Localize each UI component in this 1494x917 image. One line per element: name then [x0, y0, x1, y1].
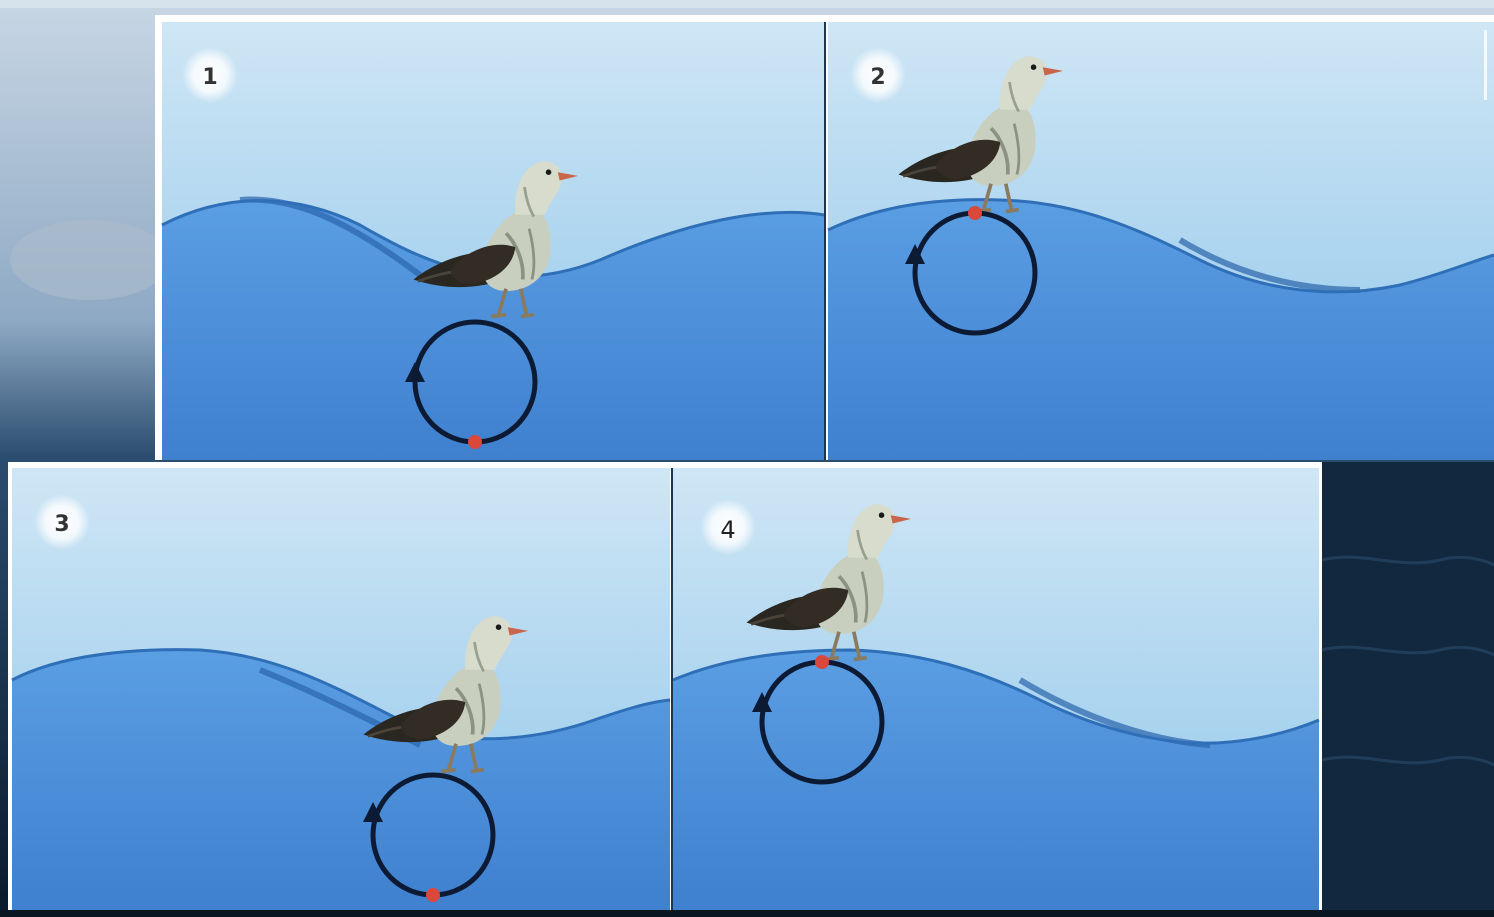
top-edge — [0, 0, 1494, 8]
particle-marker-icon — [468, 435, 482, 449]
panel-1: 1 — [155, 15, 825, 460]
panel-number-label: 4 — [720, 516, 735, 544]
panel-number-label: 3 — [54, 512, 69, 537]
panel-3: 3 — [8, 462, 670, 910]
panel-2: 2 — [825, 15, 1494, 460]
particle-marker-icon — [968, 206, 982, 220]
panel-number-label: 2 — [870, 65, 885, 90]
background-cloud — [10, 220, 170, 300]
particle-marker-icon — [426, 888, 440, 902]
ocean-background — [1322, 462, 1494, 910]
particle-marker-icon — [815, 655, 829, 669]
panel-4: 4 — [670, 462, 1322, 910]
panel-number-label: 1 — [202, 65, 217, 90]
